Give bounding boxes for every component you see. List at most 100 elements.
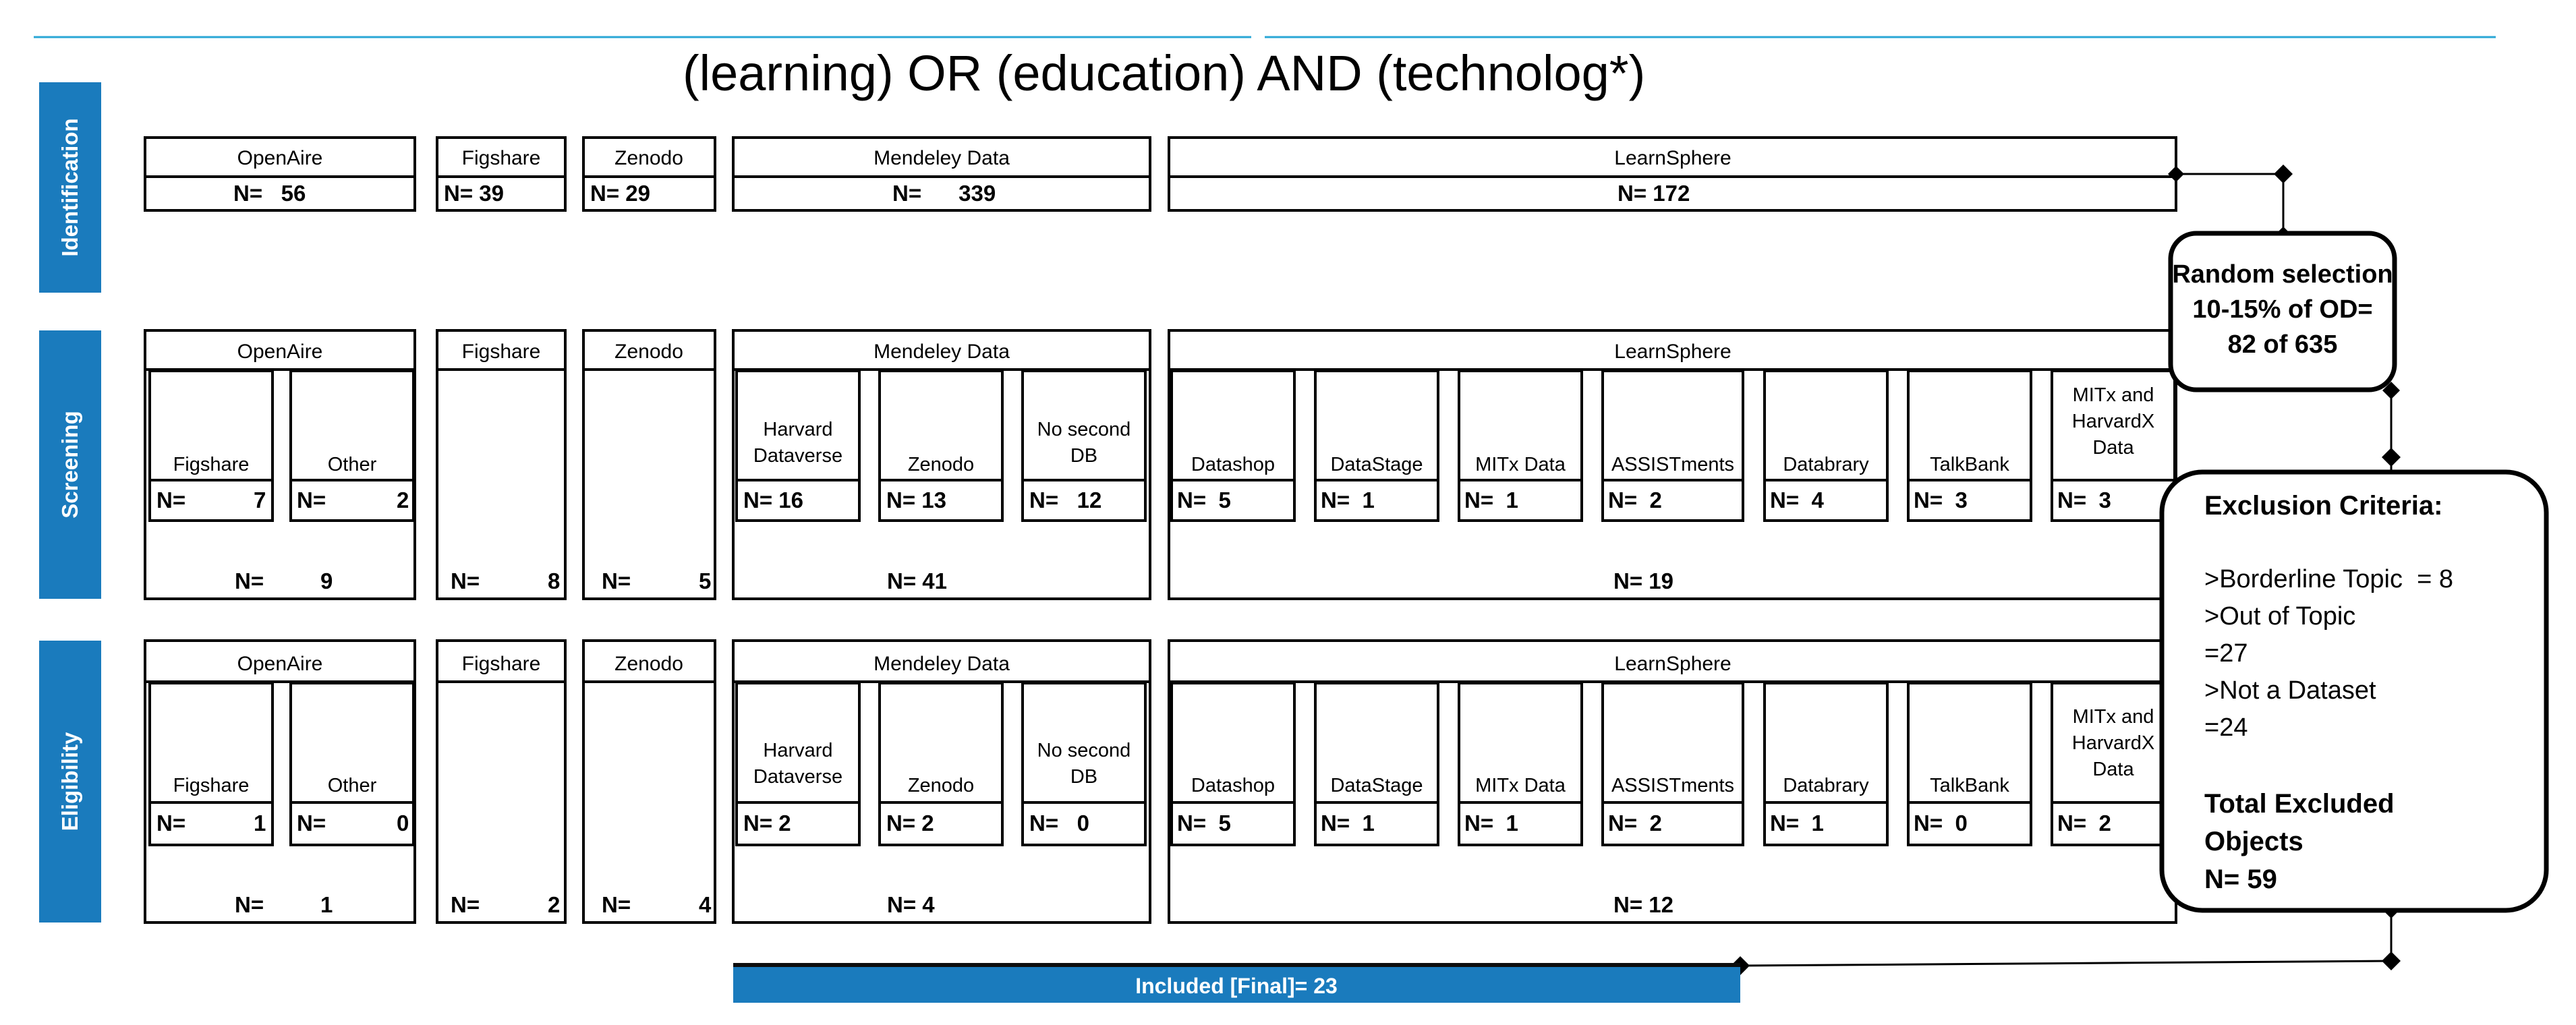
sc-nosecond-box	[1021, 370, 1147, 522]
el-figshare-box	[436, 639, 567, 924]
sc-assist-box	[1601, 370, 1744, 522]
sc-figshare-total-prefix: N=	[451, 568, 480, 593]
sc-openaire-figshare-n-value: 7	[254, 488, 266, 512]
sc-talkbank-label: TalkBank	[1930, 454, 2009, 475]
sc-harvard-label: Harvard Dataverse	[753, 419, 843, 467]
sc-openaire-total-value: 9	[320, 568, 333, 593]
el-mitxh-n: N= 2	[2057, 811, 2111, 836]
sc-mendeley-label: Mendeley Data	[874, 341, 1010, 363]
sc-zenodo-box	[582, 329, 716, 600]
sc-datashop-box	[1170, 370, 1296, 522]
query-title: (learning) OR (education) AND (technolog…	[683, 45, 1646, 101]
sc-zenodo-total-prefix: N=	[602, 568, 631, 593]
el-openaire-figshare-n-value: 1	[254, 811, 266, 836]
el-datashop-n: N= 5	[1177, 811, 1231, 836]
sc-openaire-other-n-value: 2	[397, 488, 409, 512]
el-harvard-n: N= 2	[743, 811, 791, 836]
sc-zenodo-label: Zenodo	[614, 341, 683, 363]
el-mendeley-total: N= 4	[887, 892, 935, 917]
connector-to-included	[1740, 960, 2392, 967]
el-learnsphere-label: LearnSphere	[1614, 653, 1731, 675]
el-mitxh-box	[2051, 682, 2176, 846]
id-zenodo-box	[582, 136, 716, 212]
sc-databrary-n: N= 4	[1770, 488, 1824, 512]
el-figshare-total-prefix: N=	[451, 892, 480, 917]
sc-openaire-figshare-n-prefix: N=	[156, 488, 186, 512]
exclusion-total-line1: Total Excluded	[2204, 789, 2395, 819]
sc-assist-label: ASSISTments	[1611, 454, 1735, 475]
el-learnsphere-total: N= 12	[1613, 892, 1673, 917]
exclusion-title: Exclusion Criteria:	[2204, 491, 2443, 521]
sc-assist-n: N= 2	[1608, 488, 1662, 512]
el-nosecond-box	[1021, 682, 1147, 846]
el-zenodo-box	[582, 639, 716, 924]
el-openaire-total-prefix: N=	[235, 892, 264, 917]
el-openaire-total-value: 1	[320, 892, 333, 917]
el-datashop-label: Datashop	[1191, 775, 1276, 796]
el-mitxh-label: MITx and HarvardX Data	[2071, 706, 2155, 781]
included-final-label: Included [Final]= 23	[1135, 974, 1338, 998]
id-figshare-label: Figshare	[461, 147, 541, 169]
id-openaire-label: OpenAire	[237, 147, 323, 169]
el-datastage-label: DataStage	[1330, 775, 1423, 796]
sc-figshare-total-value: 8	[548, 568, 561, 593]
sc-harvard-box	[735, 370, 861, 522]
sc-mendeley-total: N= 41	[887, 568, 947, 593]
el-datashop-box	[1170, 682, 1296, 846]
sc-harvard-n: N= 16	[743, 488, 803, 512]
id-zenodo-count: N= 29	[590, 181, 650, 206]
sc-databrary-box	[1763, 370, 1889, 522]
sc-mitx-box	[1458, 370, 1583, 522]
el-openaire-other-box	[289, 682, 415, 846]
id-openaire-box	[144, 136, 416, 212]
phase-bar-screening	[39, 330, 101, 599]
el-zenodo-label: Zenodo	[614, 653, 683, 675]
el-mendeley-zenodo-label: Zenodo	[907, 775, 975, 796]
el-assist-label: ASSISTments	[1611, 775, 1735, 796]
sc-openaire-other-box	[289, 370, 415, 522]
exclusion-total-line2: Objects	[2204, 827, 2303, 856]
el-zenodo-total-prefix: N=	[602, 892, 631, 917]
exclusion-criteria-box	[2159, 469, 2549, 913]
el-assist-box	[1601, 682, 1744, 846]
connector-diamond-2	[2274, 165, 2293, 183]
id-zenodo-label: Zenodo	[614, 147, 683, 169]
id-figshare-box	[436, 136, 567, 212]
exclusion-total-line3: N= 59	[2204, 865, 2277, 894]
sc-openaire-other-n-prefix: N=	[297, 488, 326, 512]
el-mitx-n: N= 1	[1464, 811, 1518, 836]
sc-nosecond-label: No second DB	[1037, 419, 1131, 467]
exclusion-item-borderline: >Borderline Topic = 8	[2204, 565, 2453, 593]
sc-openaire-figshare-label: Figshare	[173, 454, 250, 475]
sc-mitxh-box	[2051, 370, 2176, 522]
id-figshare-count: N= 39	[444, 181, 504, 206]
sc-talkbank-n: N= 3	[1914, 488, 1968, 512]
sc-learnsphere-total: N= 19	[1613, 568, 1673, 593]
el-openaire-figshare-box	[148, 682, 274, 846]
el-figshare-total-value: 2	[548, 892, 561, 917]
phase-label-screening: Screening	[57, 411, 82, 519]
sc-openaire-figshare-box	[148, 370, 274, 522]
el-zenodo-total-value: 4	[699, 892, 712, 917]
el-nosecond-label: No second DB	[1037, 740, 1131, 788]
el-mitx-label: MITx Data	[1475, 775, 1566, 796]
sc-figshare-box	[436, 329, 567, 600]
sc-datastage-n: N= 1	[1321, 488, 1375, 512]
el-openaire-other-label: Other	[327, 775, 377, 796]
sc-mitxh-label: MITx and HarvardX Data	[2071, 384, 2155, 459]
sc-datastage-label: DataStage	[1330, 454, 1423, 475]
sc-mendeley-zenodo-n: N= 13	[886, 488, 946, 512]
connector-diamond-7	[2382, 951, 2401, 970]
exclusion-item-out-of-topic-count: =27	[2204, 639, 2248, 668]
included-bar-top-line	[733, 963, 1740, 967]
id-mendeley-label: Mendeley Data	[874, 147, 1010, 169]
id-mendeley-count: N= 339	[892, 181, 996, 206]
sc-openaire-other-label: Other	[327, 454, 377, 475]
exclusion-item-not-dataset-count: =24	[2204, 713, 2248, 742]
el-talkbank-n: N= 0	[1914, 811, 1968, 836]
el-mitx-box	[1458, 682, 1583, 846]
random-selection-line2: 10-15% of OD=	[2192, 295, 2373, 324]
connector-diamond-1	[2168, 166, 2184, 182]
